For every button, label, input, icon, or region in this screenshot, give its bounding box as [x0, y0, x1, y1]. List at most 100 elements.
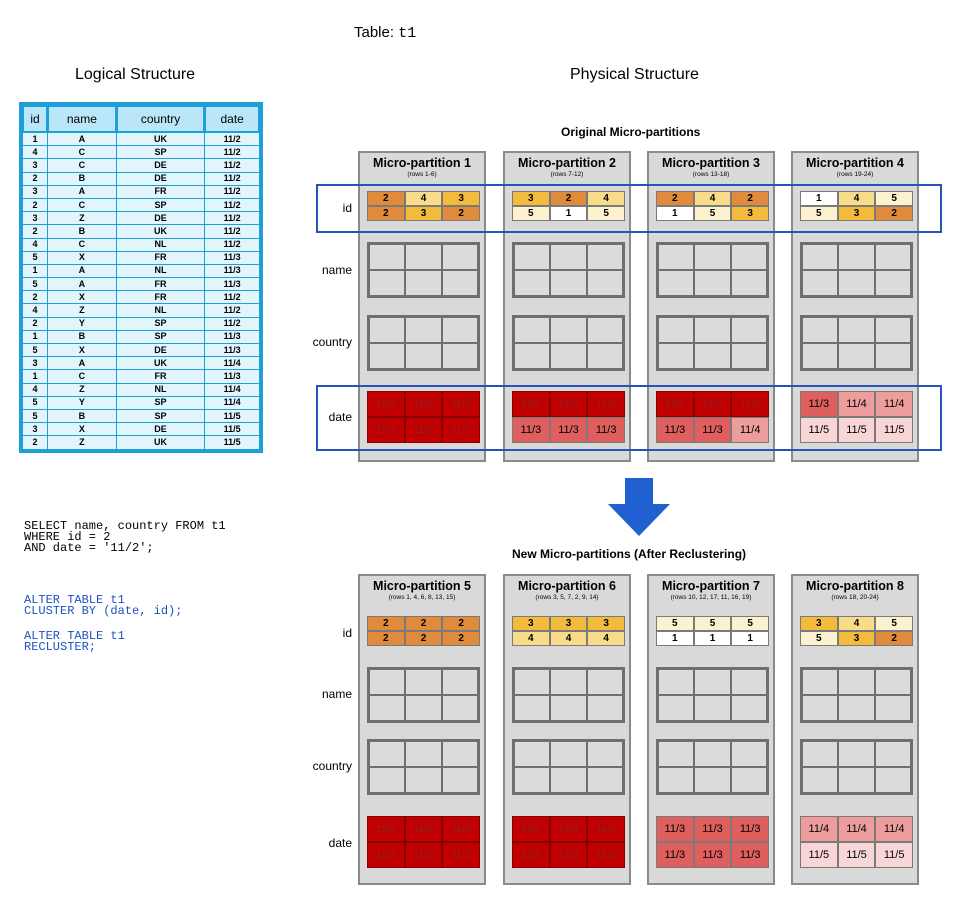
id-cell: 3: [512, 616, 550, 631]
empty-cell: [838, 244, 875, 270]
table-cell-id: 3: [23, 212, 47, 225]
id-cell: 5: [731, 616, 769, 631]
id-cell: 2: [367, 616, 405, 631]
table-cell-country: FR: [116, 251, 205, 264]
empty-cell: [658, 669, 695, 695]
new-partition-2: Micro-partition 6(rows 3, 5, 7, 2, 9, 14…: [503, 574, 631, 885]
table-cell-name: Y: [48, 317, 116, 330]
column-header-country: country: [116, 106, 205, 132]
partition-rows: (rows 18, 20-24): [831, 594, 879, 601]
empty-cell: [441, 343, 478, 369]
table-cell-name: Z: [48, 436, 116, 449]
table-cell-date: 11/2: [205, 225, 259, 238]
empty-cell: [838, 767, 875, 793]
date-cell: 11/2: [549, 391, 588, 417]
id-cell: 3: [587, 616, 625, 631]
id-cell: 4: [404, 191, 443, 206]
empty-cell: [694, 669, 731, 695]
table-cell-name: A: [48, 133, 116, 146]
table-name: t1: [398, 25, 417, 42]
id-cell: 1: [800, 191, 838, 206]
table-cell-country: DE: [116, 172, 205, 185]
partition-title: Micro-partition 5: [373, 579, 471, 593]
empty-cell: [550, 767, 587, 793]
name-grid: [367, 667, 480, 723]
empty-cell: [405, 741, 442, 767]
id-cell: 5: [800, 206, 838, 221]
physical-heading: Physical Structure: [570, 66, 699, 83]
empty-cell: [874, 741, 911, 767]
empty-cell: [514, 270, 551, 296]
table-cell-country: UK: [116, 133, 205, 146]
table-cell-id: 4: [23, 238, 47, 251]
empty-cell: [586, 244, 623, 270]
country-grid: [800, 315, 913, 371]
empty-cell: [441, 244, 478, 270]
date-cell: 11/2: [587, 391, 625, 417]
empty-cell: [658, 270, 695, 296]
date-cell: 11/2: [442, 417, 480, 443]
table-cell-id: 5: [23, 396, 47, 409]
id-cell: 3: [731, 206, 769, 221]
table-cell-name: B: [48, 225, 116, 238]
date-cell: 11/4: [731, 417, 769, 443]
date-cell: 11/3: [693, 417, 732, 443]
id-cell: 5: [800, 631, 838, 646]
date-cell: 11/4: [875, 391, 913, 417]
table-cell-date: 11/3: [205, 251, 259, 264]
table-cell-name: X: [48, 344, 116, 357]
empty-cell: [405, 317, 442, 343]
row-label-id: id: [342, 201, 352, 215]
id-cell: 3: [404, 206, 443, 221]
name-grid: [656, 242, 769, 298]
date-cell: 11/3: [656, 417, 694, 443]
date-cell: 11/2: [512, 842, 550, 868]
country-grid: [367, 739, 480, 795]
column-header-id: id: [23, 106, 47, 132]
table-cell-date: 11/5: [205, 409, 259, 423]
empty-cell: [514, 244, 551, 270]
id-cell: 4: [587, 631, 625, 646]
table-cell-id: 1: [23, 330, 47, 343]
table-cell-date: 11/4: [205, 357, 259, 370]
table-cell-id: 4: [23, 304, 47, 317]
partition-title: Micro-partition 4: [806, 156, 904, 170]
partition-title: Micro-partition 8: [806, 579, 904, 593]
date-cell: 11/2: [367, 391, 405, 417]
partition-title: Micro-partition 2: [518, 156, 616, 170]
date-cell: 11/4: [875, 816, 913, 842]
table-cell-country: DE: [116, 159, 205, 172]
date-cell: 11/3: [656, 842, 694, 868]
row-label-country-new: country: [312, 759, 352, 773]
empty-cell: [369, 317, 406, 343]
date-cell: 11/3: [512, 417, 550, 443]
empty-cell: [838, 270, 875, 296]
id-cell: 2: [442, 631, 480, 646]
empty-cell: [514, 669, 551, 695]
table-cell-date: 11/2: [205, 198, 259, 212]
empty-cell: [802, 669, 839, 695]
date-cell: 11/3: [731, 816, 769, 842]
row-label-name-new: name: [321, 687, 352, 701]
date-cell: 11/5: [800, 417, 838, 443]
empty-cell: [838, 695, 875, 721]
empty-cell: [369, 695, 406, 721]
empty-cell: [369, 741, 406, 767]
id-cell: 5: [875, 191, 913, 206]
alter-recluster-statement: ALTER TABLE t1 RECLUSTER;: [24, 629, 125, 654]
